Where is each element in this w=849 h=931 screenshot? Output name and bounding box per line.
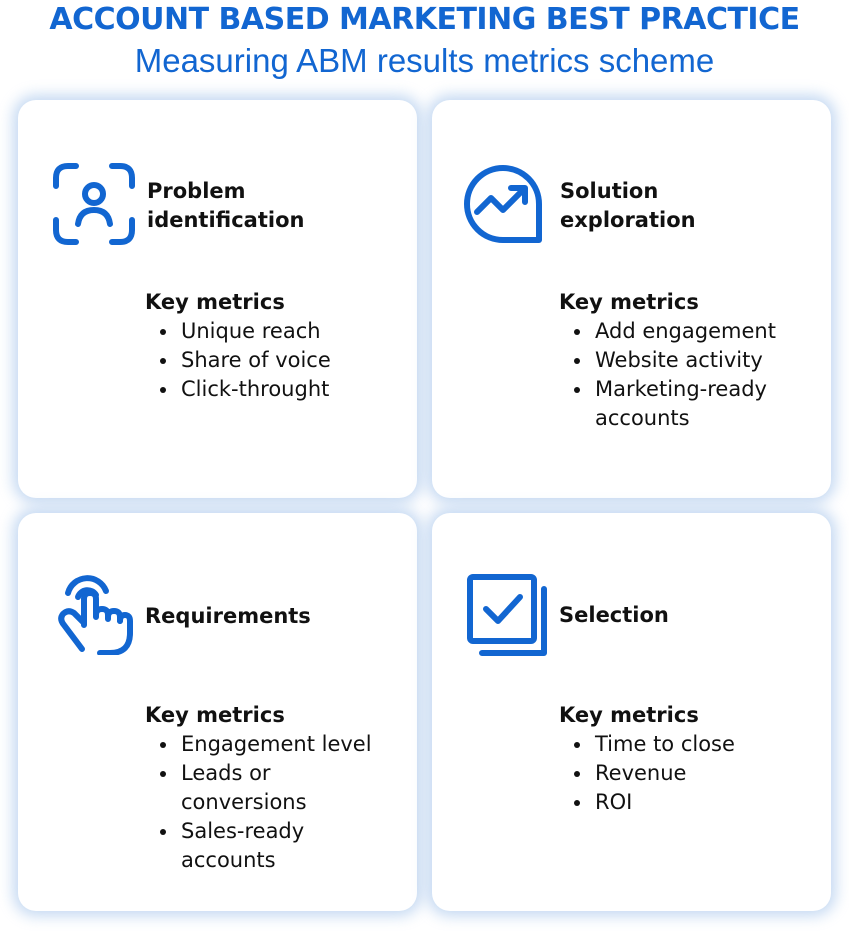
card-title: Requirements (145, 602, 311, 631)
metric-item: Revenue (559, 759, 819, 788)
metric-item: Website activity (559, 346, 819, 375)
metric-item: Unique reach (145, 317, 405, 346)
card-title-line: identification (147, 208, 305, 232)
metrics-list: Engagement level Leads or conversions Sa… (145, 730, 405, 875)
card-title: Selection (559, 601, 669, 630)
metrics-heading: Key metrics (559, 703, 699, 727)
key-metrics: Key metrics Unique reach Share of voice … (145, 288, 405, 404)
card-requirements: Requirements Key metrics Engagement leve… (18, 513, 417, 911)
card-solution-exploration: Solution exploration Key metrics Add eng… (432, 100, 831, 498)
metrics-heading: Key metrics (145, 703, 285, 727)
metrics-heading: Key metrics (559, 290, 699, 314)
checkbox-icon (466, 573, 550, 657)
metric-item: Sales-ready accounts (145, 817, 345, 875)
metric-item: Time to close (559, 730, 819, 759)
hand-tap-icon (50, 571, 134, 655)
card-title-line: Solution (560, 179, 659, 203)
key-metrics: Key metrics Time to close Revenue ROI (559, 701, 819, 817)
metric-item: Engagement level (145, 730, 405, 759)
card-title-line: Selection (559, 603, 669, 627)
metrics-list: Add engagement Website activity Marketin… (559, 317, 819, 433)
metric-item: Add engagement (559, 317, 819, 346)
metric-item: Click-throught (145, 375, 405, 404)
metric-item: ROI (559, 788, 819, 817)
metric-item: Marketing-ready accounts (559, 375, 787, 433)
card-title-line: Problem (147, 179, 246, 203)
key-metrics: Key metrics Engagement level Leads or co… (145, 701, 405, 875)
metric-item: Leads or conversions (145, 759, 345, 817)
metrics-heading: Key metrics (145, 290, 285, 314)
card-title-line: exploration (560, 208, 696, 232)
metric-item: Share of voice (145, 346, 405, 375)
card-title: Problem identification (147, 177, 304, 235)
metrics-list: Unique reach Share of voice Click-throug… (145, 317, 405, 404)
growth-chart-icon (461, 162, 545, 246)
page-subtitle: Measuring ABM results metrics scheme (134, 42, 715, 79)
face-scan-icon (52, 162, 136, 246)
page-title: ACCOUNT BASED MARKETING BEST PRACTICE (49, 2, 800, 37)
card-problem-identification: Problem identification Key metrics Uniqu… (18, 100, 417, 498)
metrics-list: Time to close Revenue ROI (559, 730, 819, 817)
key-metrics: Key metrics Add engagement Website activ… (559, 288, 819, 433)
card-title: Solution exploration (560, 177, 696, 235)
card-selection: Selection Key metrics Time to close Reve… (432, 513, 831, 911)
card-title-line: Requirements (145, 604, 311, 628)
